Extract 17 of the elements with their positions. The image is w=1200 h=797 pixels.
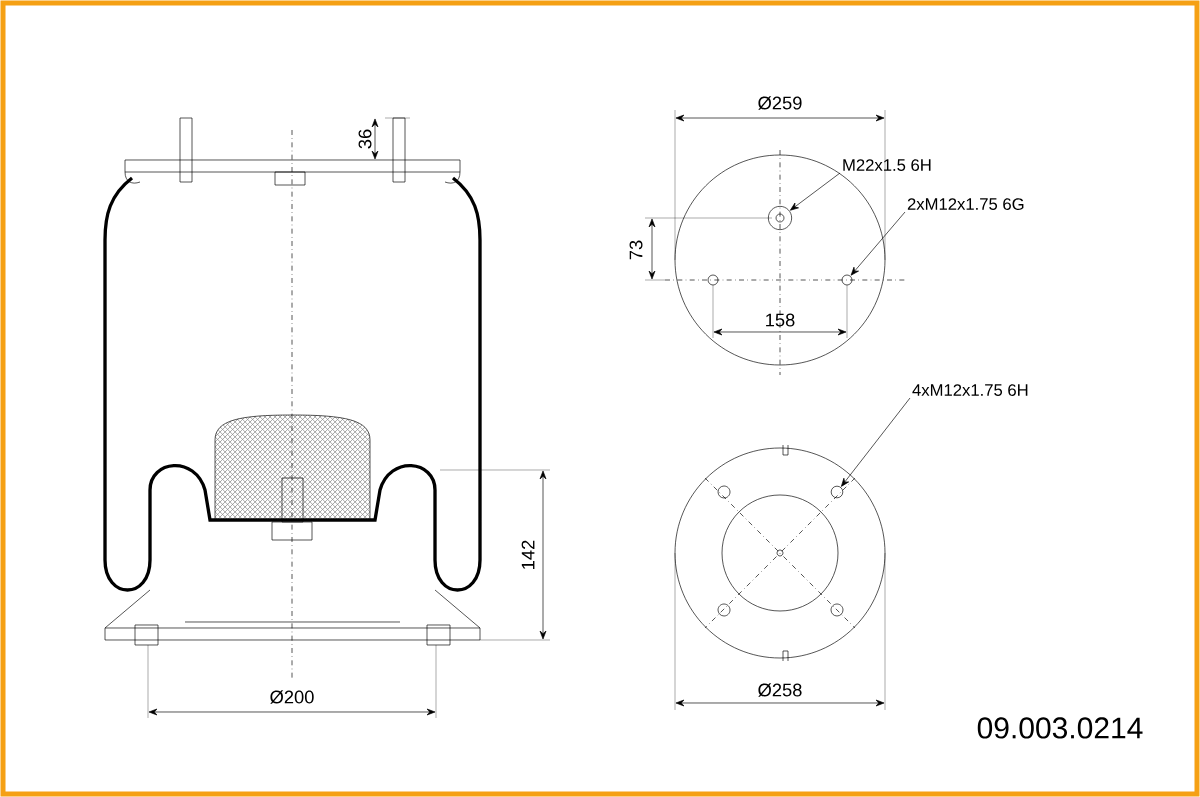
leader-line — [850, 211, 906, 276]
callout-label: 2xM12x1.75 6G — [907, 198, 1024, 210]
dimension-value: Ø259 — [758, 96, 802, 110]
callout-label: M22x1.5 6H — [843, 159, 931, 171]
dimension-value: 73 — [629, 240, 643, 260]
dimension-value: 142 — [521, 540, 535, 569]
hole — [841, 274, 853, 286]
hole — [830, 485, 844, 499]
dimension-value: 158 — [766, 313, 795, 327]
part-number: 09.003.0214 — [977, 717, 1143, 739]
dimension-value: Ø258 — [758, 683, 802, 697]
dimension-value: Ø200 — [270, 690, 314, 704]
leader-line — [841, 397, 911, 487]
hole — [768, 206, 792, 230]
callout-label: 4xM12x1.75 6H — [912, 384, 1028, 396]
dimension-value: 36 — [358, 129, 372, 149]
leader-line — [790, 172, 841, 211]
